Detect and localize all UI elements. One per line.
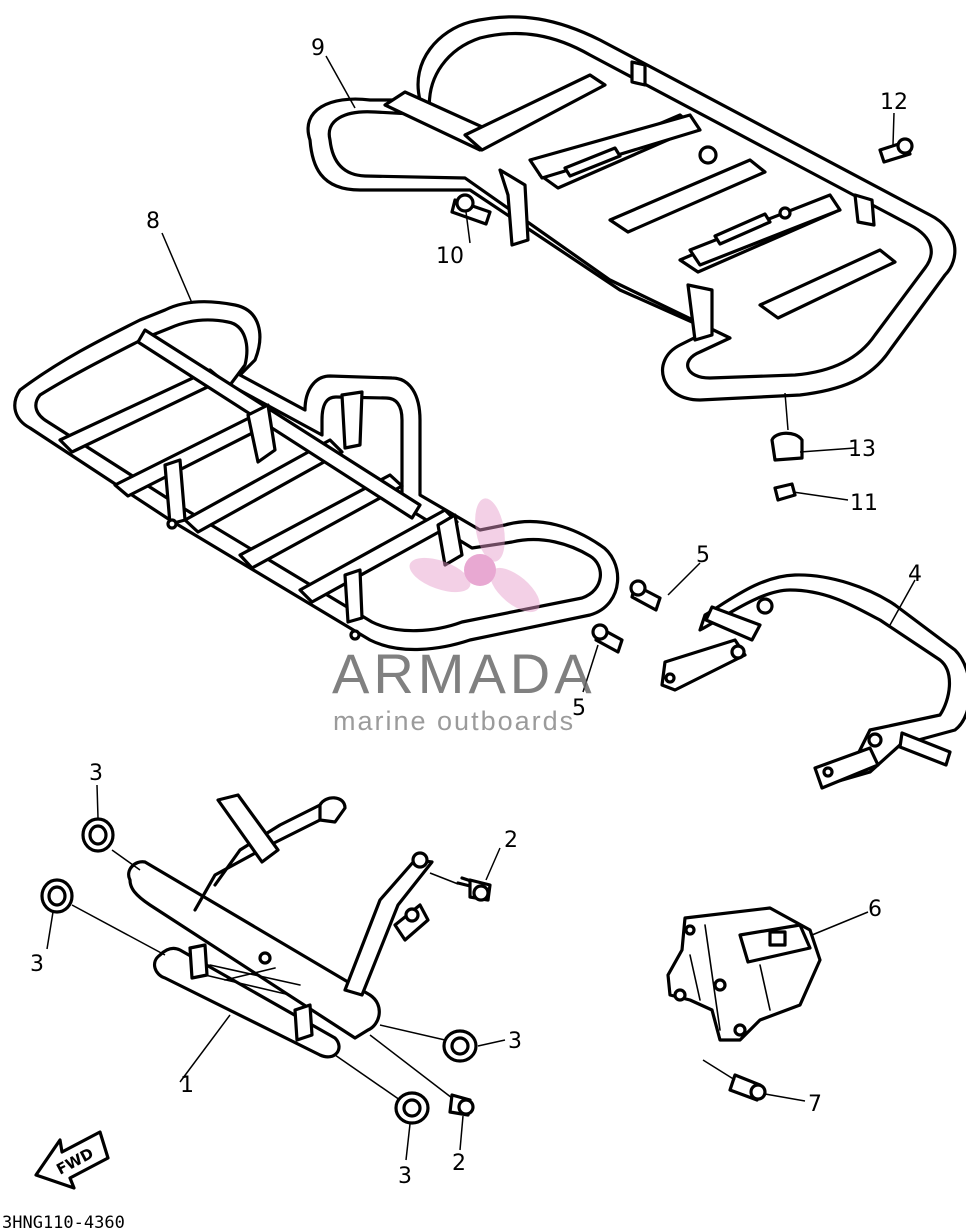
callout-10: 10 [436, 244, 464, 269]
callout-3: 3 [508, 1029, 522, 1054]
bolts [448, 137, 914, 1117]
callout-6: 6 [868, 897, 882, 922]
drawing-code: 3HNG110-4360 [2, 1213, 125, 1231]
propeller-logo-icon [409, 498, 540, 613]
callout-12: 12 [880, 90, 908, 115]
callout-3: 3 [30, 952, 44, 977]
callout-1: 1 [180, 1073, 194, 1098]
watermark-title: ARMADA [332, 642, 596, 705]
callout-8: 8 [146, 209, 160, 234]
callout-11: 11 [850, 491, 878, 516]
callout-2: 2 [504, 828, 518, 853]
callout-2: 2 [452, 1151, 466, 1176]
front-bumper [127, 793, 434, 1059]
callout-3: 3 [89, 761, 103, 786]
callouts: 1 2 2 3 3 3 3 4 5 5 6 7 8 9 10 11 12 13 [30, 36, 922, 1189]
rear-carrier [306, 15, 957, 402]
callout-7: 7 [808, 1092, 822, 1117]
callout-13: 13 [848, 437, 876, 462]
mount-bracket [666, 906, 822, 1042]
callout-3: 3 [398, 1164, 412, 1189]
front-carrier [13, 300, 620, 652]
callout-5: 5 [572, 696, 586, 721]
grommets [40, 817, 478, 1125]
callout-9: 9 [311, 36, 325, 61]
leader-lines [46, 55, 916, 1161]
callout-5: 5 [696, 543, 710, 568]
watermark: ARMADA marine outboards [332, 498, 596, 736]
callout-4: 4 [908, 562, 922, 587]
guard-bar [660, 573, 966, 790]
fwd-arrow-icon: FWD [34, 1130, 110, 1190]
watermark-subtitle: marine outboards [333, 706, 575, 736]
